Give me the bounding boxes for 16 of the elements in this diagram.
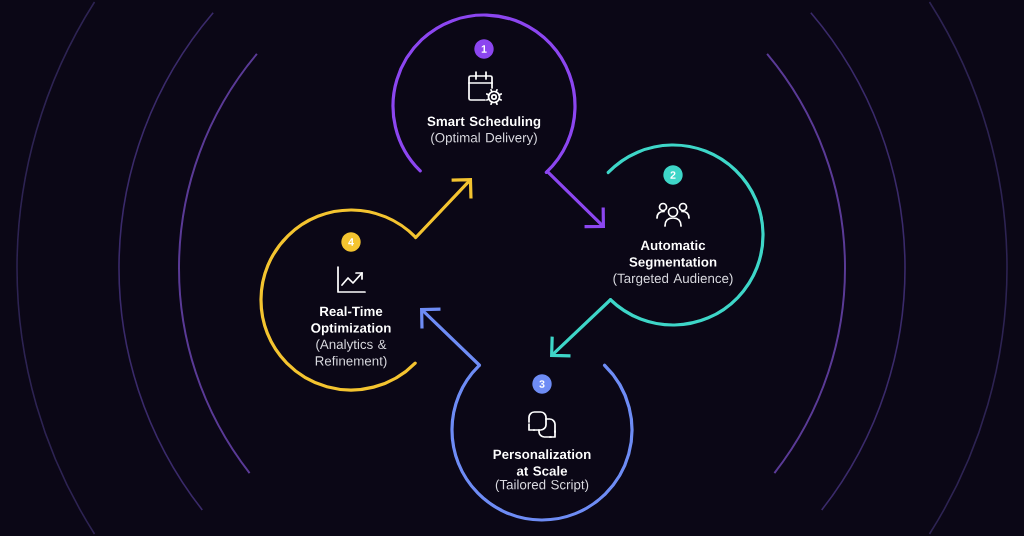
step-title: Personalization at Scale [493, 449, 591, 476]
arrow [414, 178, 473, 240]
arrow [545, 169, 605, 229]
step-subtitle: (Tailored Script) [495, 479, 589, 492]
number-badge: 1 [474, 39, 494, 59]
step-title: Automatic Segmentation [629, 240, 717, 270]
number-badge: 4 [341, 232, 361, 252]
number-badge: 3 [532, 374, 552, 394]
step-title: Smart Scheduling [427, 116, 541, 129]
number-badge: 2 [663, 165, 683, 185]
arrow [550, 298, 613, 358]
step-subtitle: (Targeted Audience) [613, 273, 733, 286]
arrow [420, 307, 482, 367]
step-subtitle: (Analytics & Refinement) [315, 339, 387, 369]
step-title: Real-Time Optimization [311, 306, 391, 336]
step-subtitle: (Optimal Delivery) [431, 132, 537, 146]
